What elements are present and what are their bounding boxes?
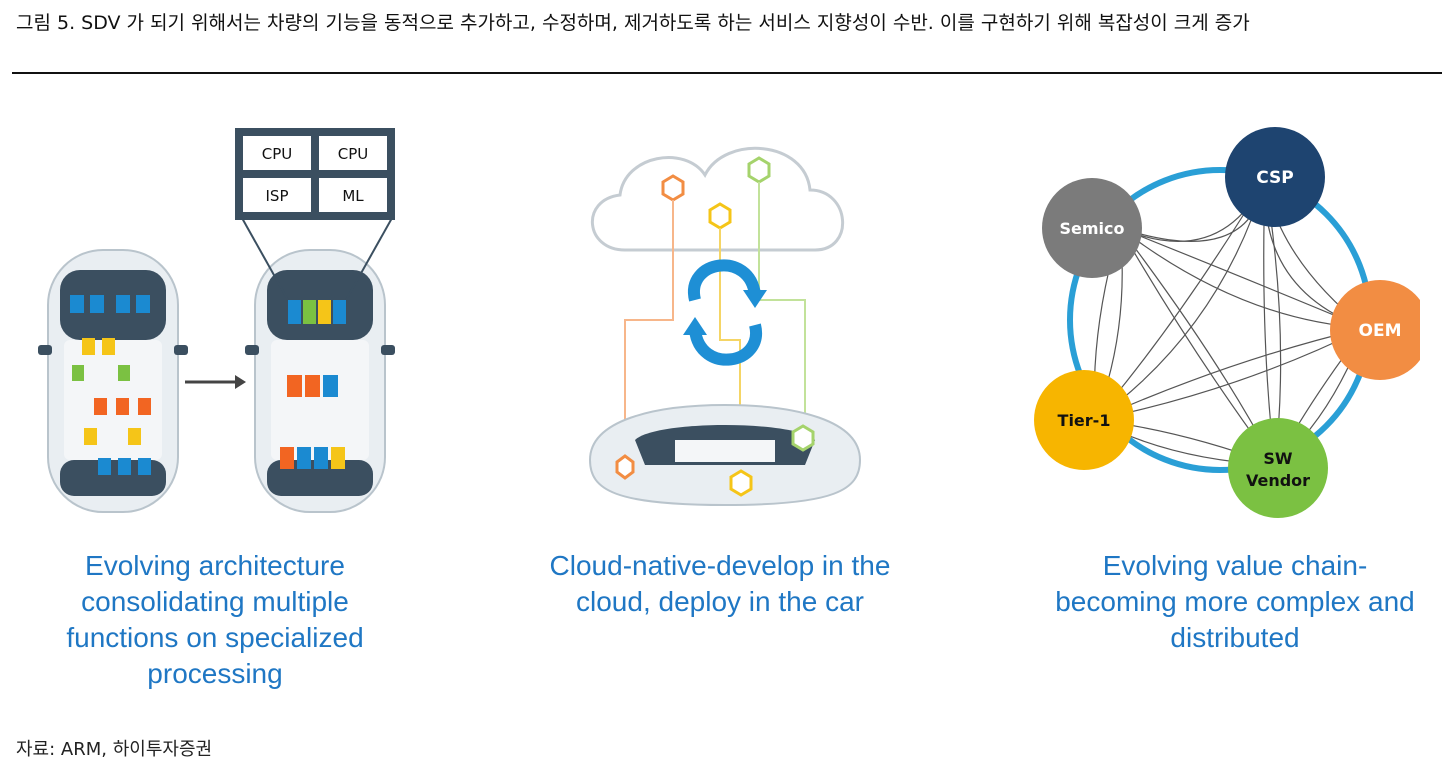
caption-divider: [12, 72, 1442, 74]
node-csp-label: CSP: [1256, 168, 1294, 188]
chip-label-isp: ISP: [266, 187, 289, 205]
cloud-illustration: [588, 146, 862, 507]
value-chain-diagram: CSP Semico OEM Tier-1 SW Vendor: [1034, 127, 1420, 518]
node-oem: OEM: [1330, 280, 1420, 380]
node-csp: CSP: [1225, 127, 1325, 227]
figure-caption: 그림 5. SDV 가 되기 위해서는 차량의 기능을 동적으로 추가하고, 수…: [16, 12, 1250, 34]
node-oem-label: OEM: [1359, 321, 1402, 341]
chip-label-cpu-1: CPU: [262, 145, 293, 163]
processor-block: CPU CPU ISP ML: [235, 128, 395, 220]
arrow-right-icon: [185, 375, 246, 389]
cloud-label: Cloud-native-develop in the cloud, deplo…: [549, 550, 891, 617]
chip-label-ml: ML: [342, 187, 364, 205]
architecture-label: Evolving architecture consolidating mult…: [66, 550, 364, 689]
cloud-icon: [591, 146, 844, 252]
node-sw-vendor-label-line2: Vendor: [1246, 471, 1310, 490]
hexagon-orange-icon: [661, 174, 685, 202]
node-tier1-label: Tier-1: [1058, 411, 1111, 430]
node-semico: Semico: [1042, 178, 1142, 278]
node-sw-vendor: SW Vendor: [1228, 418, 1328, 518]
hexagon-green-icon: [747, 156, 771, 184]
source-note: 자료: ARM, 하이투자증권: [16, 739, 213, 760]
architecture-illustration: CPU CPU ISP ML: [38, 128, 395, 513]
node-semico-label: Semico: [1059, 219, 1124, 238]
hexagon-yellow-icon: [708, 202, 732, 230]
car-side-icon: [588, 403, 862, 507]
hexagon-orange-car-icon: [615, 454, 635, 480]
car-after-icon: [245, 249, 395, 513]
value-chain-label: Evolving value chain- becoming more comp…: [1055, 550, 1415, 653]
node-sw-vendor-label-line1: SW: [1263, 449, 1293, 468]
node-tier1: Tier-1: [1034, 370, 1134, 470]
sync-arrows-icon: [683, 259, 767, 366]
chip-label-cpu-2: CPU: [338, 145, 369, 163]
car-before-icon: [38, 249, 188, 513]
hexagon-green-car-icon: [791, 424, 815, 452]
hexagon-yellow-car-icon: [729, 469, 753, 497]
